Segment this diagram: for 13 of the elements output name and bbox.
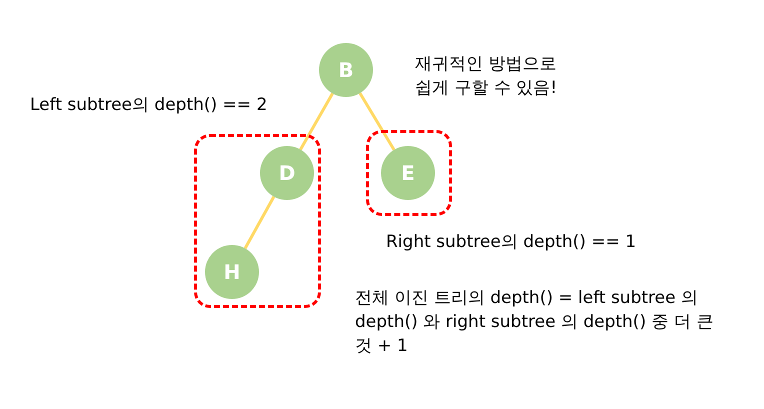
tree-edge [299, 92, 334, 150]
annotation-text: Left subtree의 depth() == 2 [30, 94, 268, 117]
annotation-text: Right subtree의 depth() == 1 [386, 231, 638, 254]
tree-edge [244, 196, 276, 250]
annotation-text: 전체 이진 트리의 depth() = left subtree 의 depth() 와 right subtree 의 depth() 중 더 큰 것 + 1 [355, 287, 714, 358]
tree-edge [358, 92, 396, 151]
tree-node: B [319, 43, 373, 97]
annotation-text: 재귀적인 방법으로 쉽게 구할 수 있음! [415, 53, 558, 100]
tree-node: H [205, 245, 259, 299]
tree-node: E [381, 146, 435, 200]
tree-node: D [260, 146, 314, 200]
dashed-group-box [194, 134, 321, 308]
dashed-group-box [366, 130, 452, 216]
